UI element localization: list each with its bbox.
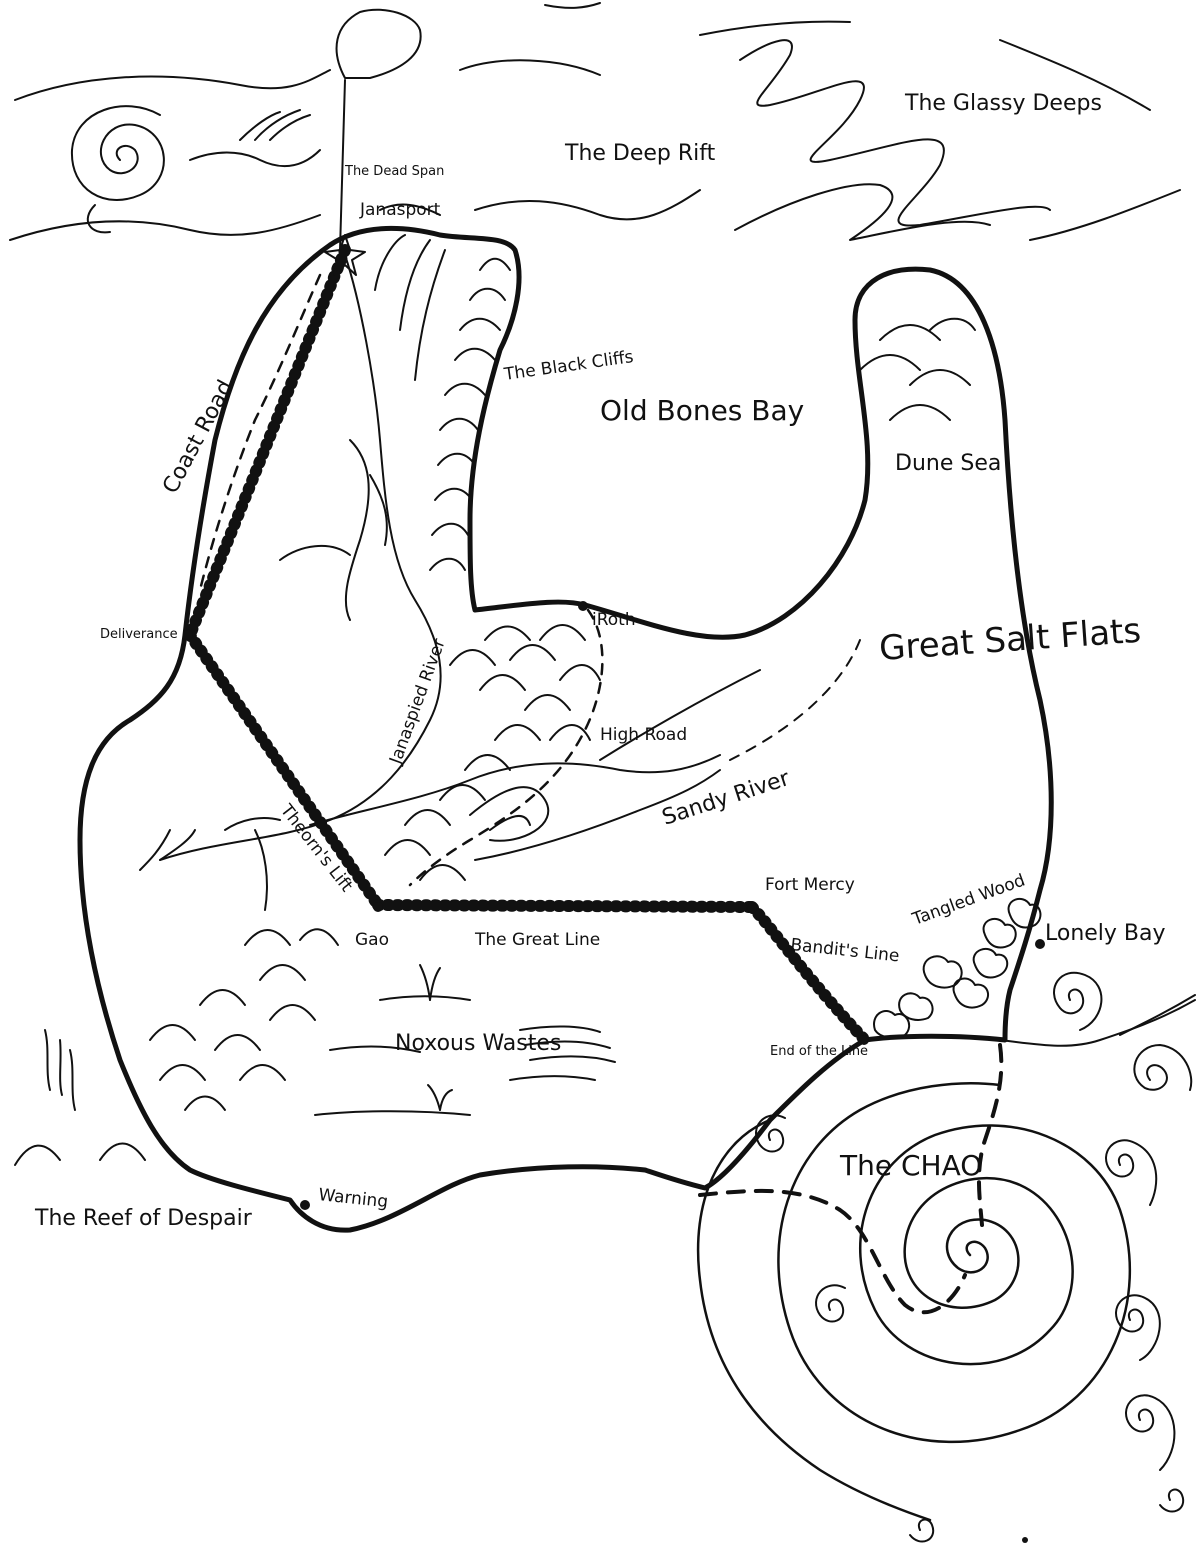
town-markers <box>183 234 1045 1210</box>
mountains <box>149 257 976 1111</box>
label-iroth: iRoth <box>592 610 636 630</box>
rivers <box>139 234 761 911</box>
label-glassy-deeps: The Glassy Deeps <box>904 91 1102 116</box>
wastes-marks <box>314 964 616 1116</box>
label-deep-rift: The Deep Rift <box>564 141 716 166</box>
label-black-cliffs: The Black Cliffs <box>502 347 635 385</box>
sea-decorations <box>9 2 1196 1166</box>
end-of-the-line-marker <box>859 1035 869 1045</box>
dead-span-line <box>339 79 346 251</box>
label-bandits-line: Bandit's Line <box>789 935 900 966</box>
chao-spiral <box>777 1082 1132 1444</box>
label-old-bones-bay: Old Bones Bay <box>600 394 804 427</box>
coastline <box>77 226 1196 1543</box>
label-high-road: High Road <box>600 725 687 745</box>
gao-marker <box>373 902 383 912</box>
label-sandy-river: Sandy River <box>659 766 794 831</box>
chao-path <box>977 1043 1004 1227</box>
fort-mercy-marker <box>747 903 757 913</box>
label-janaspied-river: Janaspied River <box>386 636 450 768</box>
northern-islet <box>335 8 422 79</box>
label-lonely-bay: Lonely Bay <box>1045 921 1166 946</box>
label-noxous-wastes: Noxous Wastes <box>395 1031 561 1056</box>
label-gao: Gao <box>355 930 389 950</box>
label-janasport: Janasport <box>359 200 441 220</box>
deliverance-marker <box>183 630 193 640</box>
janaspied-river <box>159 254 442 861</box>
label-deliverance: Deliverance <box>100 627 178 642</box>
label-fort-mercy: Fort Mercy <box>765 875 855 895</box>
label-end-of-the-line: End of the Line <box>770 1044 868 1059</box>
label-reef-of-despair: The Reef of Despair <box>34 1206 253 1231</box>
sandy-river <box>309 754 721 826</box>
label-warning: Warning <box>317 1185 389 1212</box>
routes <box>184 244 1004 1315</box>
tangled-wood <box>873 897 1042 1039</box>
label-the-chao: The CHAO <box>839 1149 982 1182</box>
coast-road-path <box>198 273 322 592</box>
janasport-star-icon <box>324 234 366 276</box>
label-dead-span: The Dead Span <box>344 164 444 179</box>
label-great-salt-flats: Great Salt Flats <box>878 611 1143 669</box>
northwest-swirl <box>70 105 165 201</box>
label-great-line: The Great Line <box>474 930 600 950</box>
lonely-bay-swirl <box>1053 971 1103 1031</box>
lonely-bay-marker <box>1035 939 1045 949</box>
iroth-marker <box>578 601 588 611</box>
label-dune-sea: Dune Sea <box>895 451 1001 476</box>
label-coast-road: Coast Road <box>158 376 239 498</box>
label-tangled-wood: Tangled Wood <box>909 870 1028 930</box>
warning-marker <box>300 1200 310 1210</box>
mainland-coast <box>77 226 1054 1233</box>
